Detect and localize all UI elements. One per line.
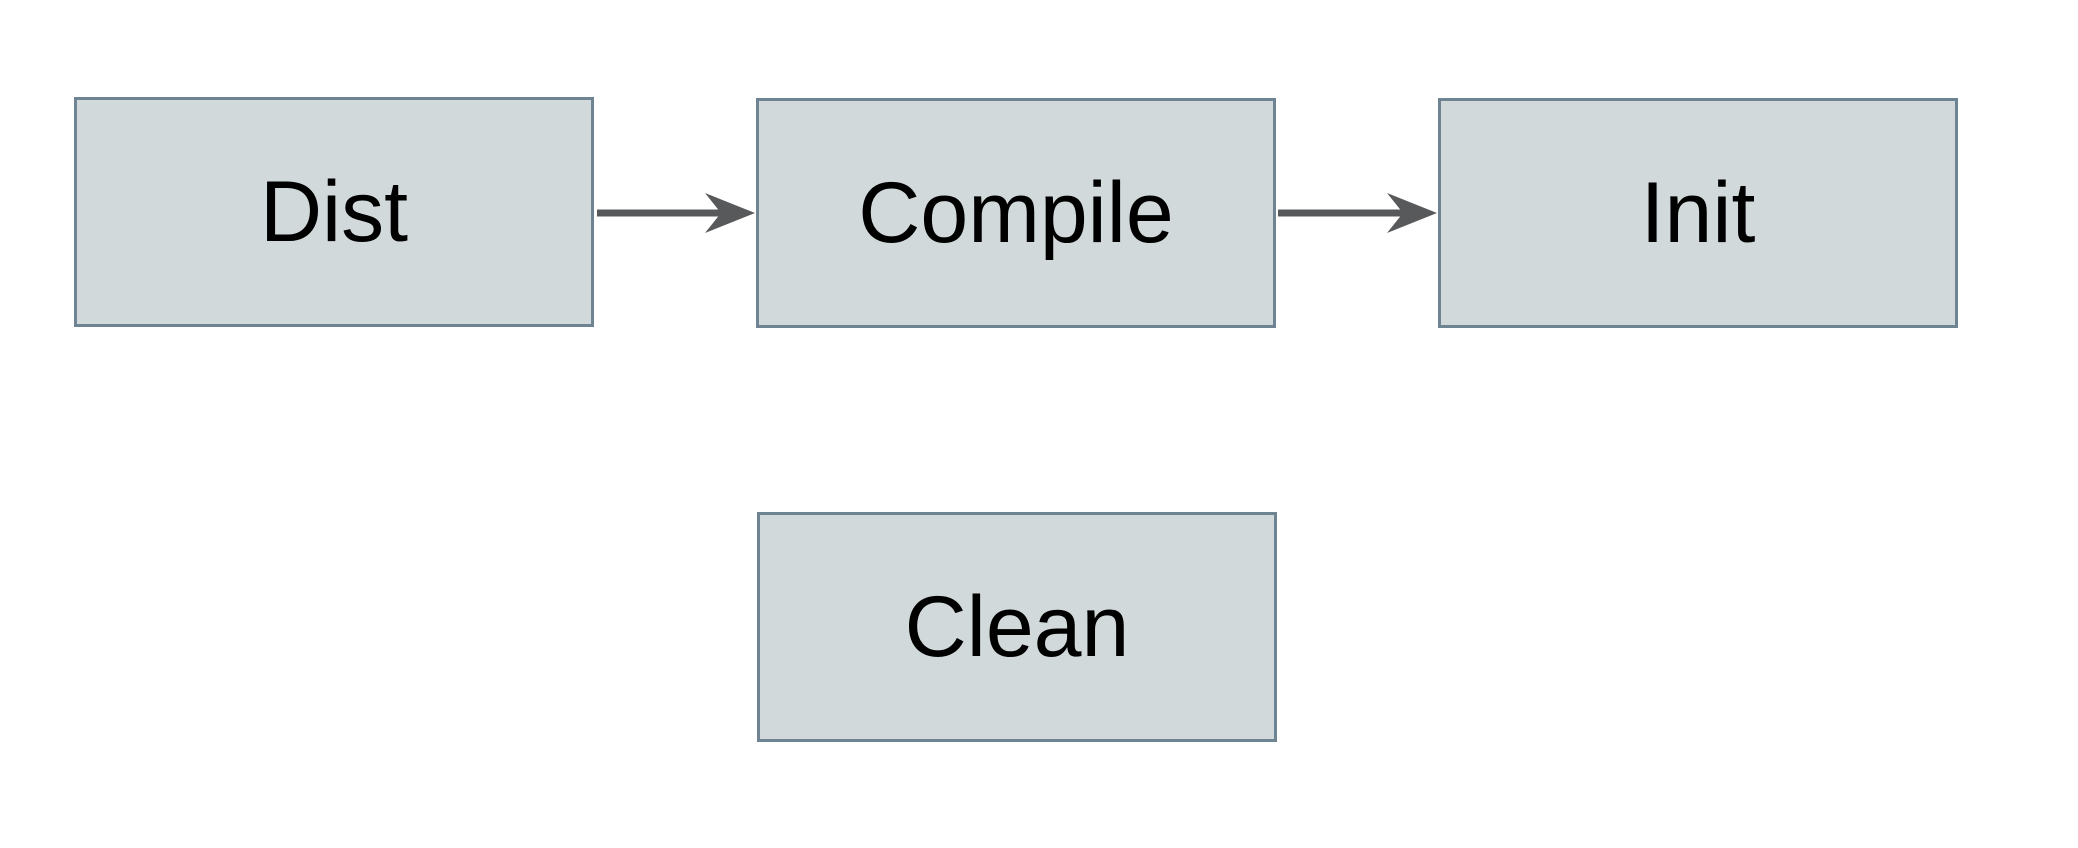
- node-compile: Compile: [756, 98, 1276, 328]
- node-dist: Dist: [74, 97, 594, 327]
- node-init-label: Init: [1640, 165, 1756, 261]
- arrow-dist-to-compile: [597, 193, 755, 233]
- node-clean-label: Clean: [904, 579, 1130, 675]
- node-init: Init: [1438, 98, 1958, 328]
- node-dist-label: Dist: [259, 164, 409, 260]
- node-clean: Clean: [757, 512, 1277, 742]
- arrow-compile-to-init: [1278, 193, 1437, 233]
- node-compile-label: Compile: [858, 165, 1174, 261]
